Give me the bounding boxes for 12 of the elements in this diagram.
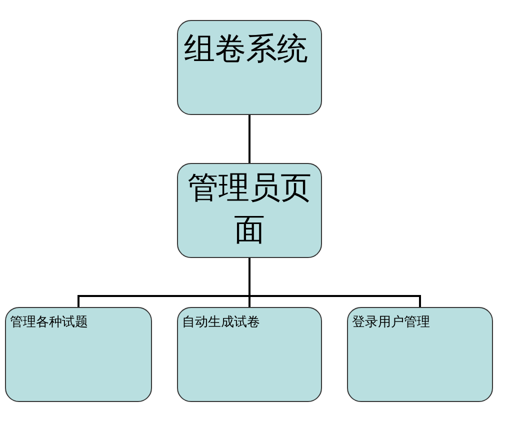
process-box — [177, 307, 322, 402]
node-label: 登录用户管理 — [352, 314, 431, 332]
process-box — [177, 163, 322, 258]
connector-line — [248, 258, 421, 307]
node-label: 自动生成试卷 — [182, 314, 261, 332]
process-box — [347, 307, 493, 402]
process-box — [177, 20, 322, 115]
process-box — [5, 307, 152, 402]
node-label: 管理员页面 — [186, 169, 312, 250]
node-label: 管理各种试题 — [10, 314, 89, 332]
connector-line — [248, 115, 250, 163]
node-label: 组卷系统 — [184, 30, 309, 69]
